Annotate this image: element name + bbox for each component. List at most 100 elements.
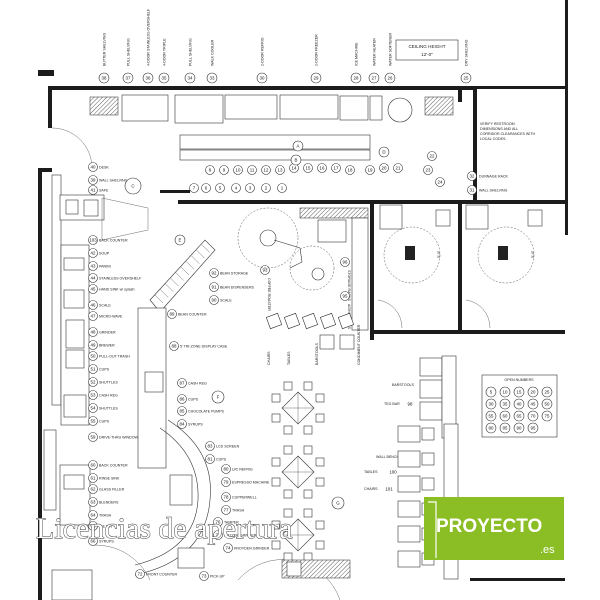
bar-stool [419,357,443,377]
kitchen-marker-22-circle [427,151,437,161]
open-number-45: 45 [531,402,536,407]
center-marker-95-circle [340,291,350,301]
open-number-75-circle [541,410,553,422]
kitchen-marker-4-circle [231,183,241,193]
center-marker-83-circle [205,441,215,451]
center-marker-72: 72 [138,572,143,577]
center-marker-74: 74 [226,546,231,551]
center-marker-89-circle [167,309,177,319]
left-label-43: PANINI [99,265,111,269]
left-label-50: PULL-OUT TRASH [99,355,130,359]
left-label-51: CUPS [99,368,110,372]
kitchen-marker-10: 10 [236,168,241,173]
center-marker-86-circle [177,394,187,404]
kitchen-marker-3: 3 [249,186,252,191]
bar-stool [419,401,443,421]
kitchen-marker-21-circle [393,163,403,173]
center-label-89: BEAN COUNTER [178,313,207,317]
left-marker-43-circle [88,261,98,271]
top-marker-37-circle [122,72,134,84]
dining-chair [315,457,325,467]
bench-table [397,450,421,468]
open-number-20: 20 [531,390,536,395]
dining-chair [283,508,293,518]
center-marker-80: 80 [224,467,229,472]
marker-d: D [382,150,385,155]
marker-b: B [295,158,298,163]
open-number-60: 60 [503,414,508,419]
left-label-55: CUPS [99,420,110,424]
left-marker-44-circle [88,273,98,283]
top-label-34: PULL SHELVING [189,38,193,66]
bench-table [397,425,421,443]
center-marker-96: 96 [343,260,348,265]
open-number-80: 80 [489,426,494,431]
left-marker-59: 59 [91,435,96,440]
kitchen-marker-17-circle [331,163,341,173]
watermark: Licencias de apertura [36,512,293,545]
left-label-59: DRIVE-THRU WINDOW [99,436,139,440]
left-marker-103-circle [88,235,98,245]
kitchen-marker-23: 23 [426,168,431,173]
left-marker-49-circle [88,340,98,350]
left-marker-50-circle [88,351,98,361]
left-marker-54: 54 [91,406,96,411]
left-marker-60: 60 [91,463,96,468]
verify-note-line: VERIFY RESTROOM [480,122,515,126]
barstools-label: BARSTOOLS [315,342,319,365]
left-marker-61-circle [88,473,98,483]
tables-right-label: TABLES [364,470,378,474]
center-marker-93-circle [260,265,270,275]
left-label-39: WALL SHELVING [99,179,128,183]
dining-labels: CHAIRS TABLES BARSTOOLS CONDIMENT COUNTE… [211,324,435,510]
center-marker-96-circle [340,257,350,267]
open-number-65: 65 [517,414,522,419]
top-marker-33: 33 [210,76,215,81]
top-marker-25: 25 [464,76,469,81]
left-marker-46: 46 [91,303,96,308]
center-marker-75: 75 [216,533,221,538]
open-number-75: 75 [545,414,550,419]
kitchen-marker-22: 22 [430,154,435,159]
center-marker-81-circle [205,454,215,464]
kitchen-marker-11: 11 [250,168,255,173]
kitchen-marker-4: 4 [235,186,238,191]
center-marker-86: 86 [180,397,185,402]
open-number-10: 10 [503,390,508,395]
marker-g: G [336,501,340,506]
barstool [337,312,355,330]
tables-label: TABLES [287,351,291,365]
center-marker-77-circle [221,505,231,515]
left-marker-59-circle [88,432,98,442]
open-number-90: 90 [517,426,522,431]
open-number-70-circle [527,410,539,422]
left-marker-49: 49 [91,343,96,348]
open-number-95-circle [527,422,539,434]
left-marker-48: 48 [91,330,96,335]
marker-e-circle [174,234,186,246]
wall-bench-label: WALL BENCH [376,455,400,459]
kitchen-marker-19-circle [365,165,375,175]
center-marker-77: 77 [224,508,229,513]
left-marker-47-circle [88,311,98,321]
open-number-95: 95 [531,426,536,431]
left-marker-46-circle [88,300,98,310]
kitchen-marker-11-circle [247,165,257,175]
marker-f: F [217,395,220,400]
condiment-label: CONDIMENT COUNTER [357,324,361,365]
left-label-66: SYRUPS [99,540,114,544]
equipment-row [51,94,454,169]
center-marker-79-circle [221,477,231,487]
left-label-61: RINSE SINK [99,477,120,481]
left-marker-42-circle [88,248,98,258]
dining-chair [315,540,325,550]
top-label-26: WATER SOFTENER [389,32,393,66]
dining-chair [271,393,281,403]
marker-98: 98 [408,402,413,407]
center-marker-79: 79 [224,480,229,485]
kitchen-marker-15-circle [303,163,313,173]
center-marker-72-circle [135,569,145,579]
center-label-84: SYRUPS [188,423,203,427]
